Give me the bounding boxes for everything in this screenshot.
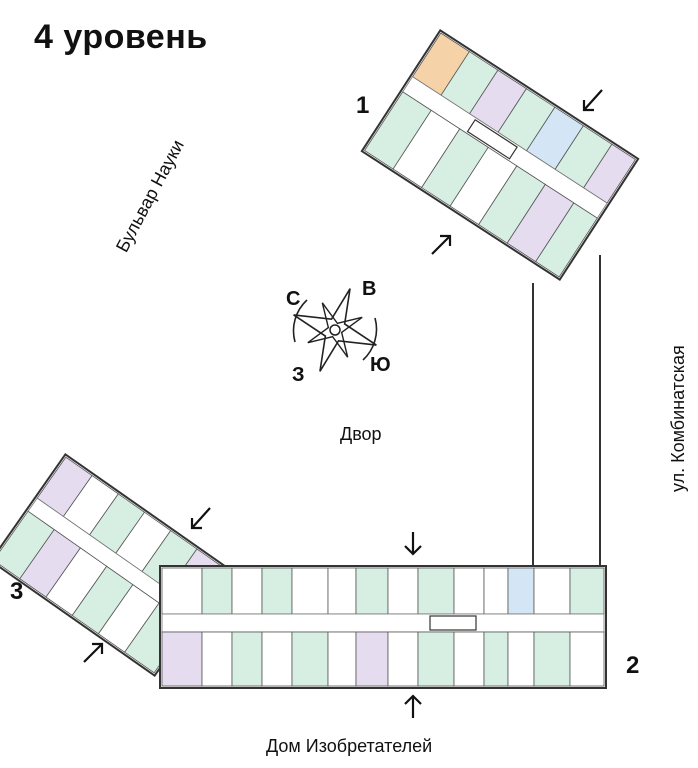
building-3-number: 3 bbox=[10, 578, 24, 605]
building-1-plan[interactable] bbox=[360, 28, 640, 282]
compass-east-label: В bbox=[362, 278, 377, 300]
building-1-bottom-row bbox=[364, 91, 598, 278]
compass-rose-icon bbox=[292, 288, 378, 372]
entrance-arrow-icon bbox=[428, 232, 454, 258]
building-2-number: 2 bbox=[626, 652, 640, 679]
building-2-bottom-row bbox=[161, 631, 605, 687]
building-1-number: 1 bbox=[356, 92, 370, 119]
street-label-right: ул. Комбинатская bbox=[668, 345, 688, 492]
building-2-plan[interactable] bbox=[159, 565, 607, 689]
entrance-arrow-icon bbox=[400, 694, 426, 720]
building-2-top-row bbox=[161, 567, 605, 615]
compass-west-label: З bbox=[292, 364, 305, 386]
entrance-arrow-icon bbox=[80, 640, 106, 666]
entrance-arrow-icon bbox=[188, 506, 214, 532]
street-label-bottom: Дом Изобретателей bbox=[266, 736, 433, 756]
entrance-arrow-icon bbox=[580, 88, 606, 114]
compass-south-label: Ю bbox=[370, 354, 391, 376]
level-title: 4 уровень bbox=[34, 18, 208, 56]
courtyard-label: Двор bbox=[340, 424, 382, 444]
entrance-arrow-icon bbox=[400, 530, 426, 556]
compass-north-label: С bbox=[286, 288, 301, 310]
